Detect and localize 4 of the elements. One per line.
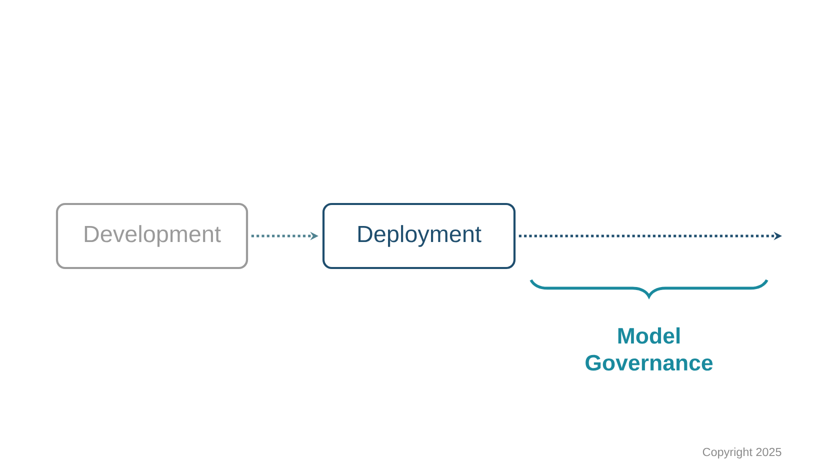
copyright-note: Copyright 2025	[702, 448, 782, 458]
process-box: Deployment	[322, 202, 516, 270]
brace-label: Model Governance	[586, 327, 713, 371]
process-box: Development	[56, 202, 248, 270]
